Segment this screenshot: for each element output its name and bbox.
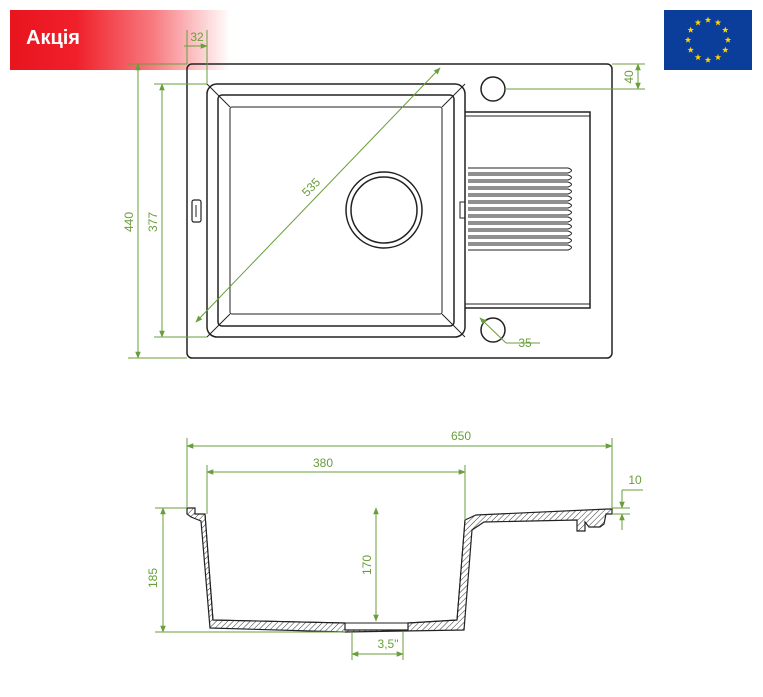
drainer-rib — [468, 167, 572, 174]
eu-star — [704, 56, 712, 63]
dim-height-185: 185 — [146, 568, 160, 588]
eu-star — [694, 53, 702, 61]
dim-bowl-377: 377 — [146, 212, 160, 232]
drainer-rib — [468, 209, 572, 216]
drainer-ribs — [459, 167, 572, 251]
drainer-rib — [468, 237, 572, 244]
tap-hole-bottom — [480, 317, 506, 343]
eu-star — [694, 19, 702, 26]
bowl-inner — [217, 94, 455, 327]
promo-badge: Акція — [10, 10, 230, 70]
drainer-rib — [468, 230, 572, 237]
side-view — [186, 507, 613, 633]
eu-star — [714, 19, 722, 26]
drain-outer — [345, 171, 423, 249]
bowl-outer — [206, 83, 466, 338]
eu-star — [687, 46, 694, 53]
sink-cross-section — [186, 507, 613, 633]
drainer-area — [465, 111, 591, 309]
eu-flag-icon — [664, 10, 752, 70]
drainer-rib — [468, 202, 572, 209]
drain-inner — [350, 176, 418, 244]
eu-star — [684, 36, 692, 43]
dim-drain-3-5: 3,5" — [378, 637, 399, 651]
drainer-clip — [459, 201, 466, 219]
dim-rim-10: 10 — [628, 473, 642, 487]
eu-star — [704, 16, 712, 23]
eu-flag-stars — [684, 16, 732, 63]
drainer-rib — [468, 188, 572, 195]
drainer-rib — [468, 216, 572, 223]
bowl-floor — [229, 106, 443, 315]
top-view — [186, 63, 613, 359]
eu-star — [687, 26, 694, 33]
drainer-rib — [468, 181, 572, 188]
dim-hole-35: 35 — [518, 336, 532, 350]
promo-label: Акція — [26, 27, 80, 49]
dim-width-650: 650 — [451, 429, 471, 443]
side-view-dimensions — [155, 438, 643, 660]
dim-offset-32: 32 — [190, 30, 204, 44]
top-view-dimensions — [128, 30, 645, 359]
eu-star — [724, 36, 732, 43]
dim-width-380: 380 — [313, 456, 333, 470]
drainer-rib — [468, 195, 572, 202]
drainer-rib — [468, 174, 572, 181]
tap-hole-top — [480, 76, 506, 102]
drainer-rib — [468, 244, 572, 251]
eu-star — [722, 26, 729, 33]
dim-depth-440: 440 — [122, 212, 136, 232]
dim-hole-40: 40 — [622, 70, 636, 84]
eu-star — [722, 46, 729, 53]
dim-height-170: 170 — [360, 555, 374, 575]
drainer-rib — [468, 223, 572, 230]
eu-star — [714, 53, 722, 61]
sink-outline — [186, 63, 613, 359]
dim-diagonal-535: 535 — [299, 175, 323, 199]
